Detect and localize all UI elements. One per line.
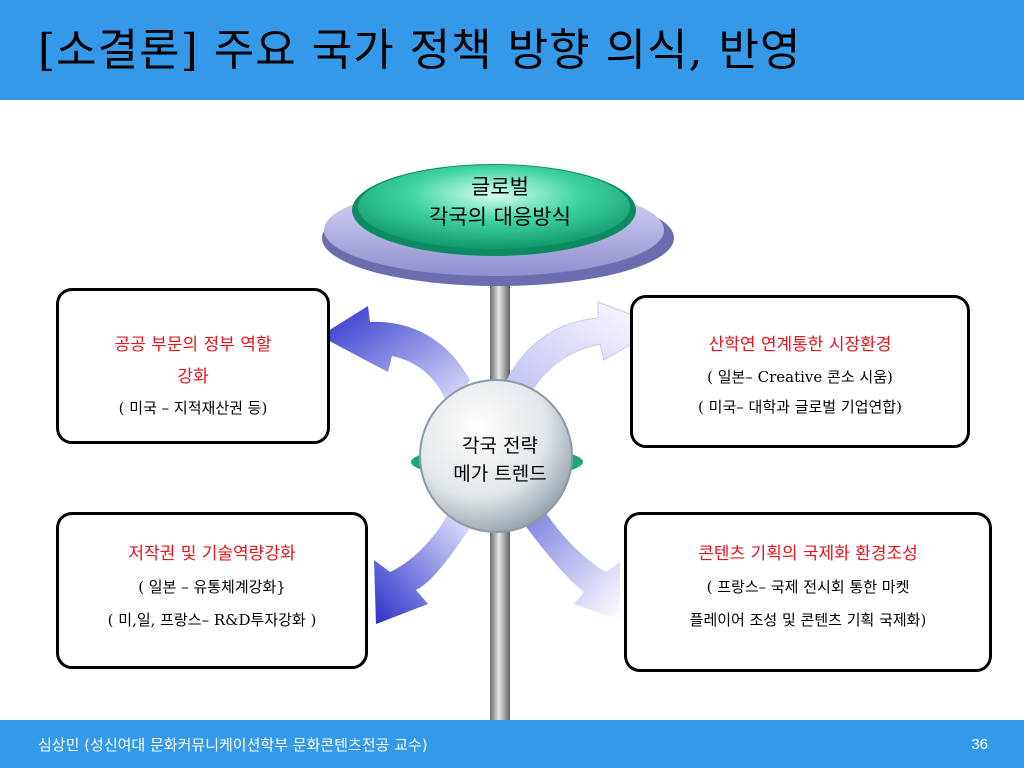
box-top-left: 공공 부문의 정부 역할 강화 ( 미국 – 지적재산권 등) bbox=[56, 288, 330, 444]
slide-title: [소결론] 주요 국가 정책 방향 의식, 반영 bbox=[38, 25, 802, 76]
box-top-left-sub1: ( 미국 – 지적재산권 등) bbox=[118, 399, 268, 417]
box-top-right: 산학연 연계통한 시장환경 ( 일본– Creative 콘소 시움) ( 미국… bbox=[630, 295, 970, 448]
page-number: 36 bbox=[971, 736, 988, 753]
top-ellipse-green bbox=[358, 165, 630, 249]
box-bottom-right: 콘텐츠 기획의 국제화 환경조성 ( 프랑스– 국제 전시회 통한 마켓 플레이… bbox=[624, 512, 992, 672]
box-bottom-right-title: 콘텐츠 기획의 국제화 환경조성 bbox=[698, 544, 918, 564]
box-top-left-title-line2: 강화 bbox=[177, 367, 209, 387]
center-mid-line1: 각국 전략 bbox=[462, 435, 538, 457]
box-top-right-sub2: ( 미국– 대학과 글로벌 기업연합) bbox=[698, 398, 902, 416]
center-mid-line2: 메가 트렌드 bbox=[453, 463, 547, 485]
arrow-bottom-left bbox=[374, 510, 470, 624]
box-bottom-left-sub1: ( 일본 – 유통체계강화} bbox=[138, 578, 286, 596]
footer-bar: 심상민 (성신여대 문화커뮤니케이션학부 문화콘텐츠전공 교수) 36 bbox=[0, 720, 1024, 768]
box-bottom-right-sub1: ( 프랑스– 국제 전시회 통한 마켓 bbox=[706, 578, 910, 596]
arrow-bottom-right bbox=[524, 510, 620, 620]
box-bottom-left-title: 저작권 및 기술역량강화 bbox=[128, 544, 296, 564]
box-top-right-title: 산학연 연계통한 시장환경 bbox=[708, 335, 892, 355]
center-top-line1: 글로벌 bbox=[471, 175, 529, 199]
arrow-top-left bbox=[320, 306, 470, 412]
footer-credit: 심상민 (성신여대 문화커뮤니케이션학부 문화콘텐츠전공 교수) bbox=[38, 736, 428, 754]
box-bottom-left-sub2: ( 미,일, 프랑스– R&D투자강화 ) bbox=[107, 611, 317, 629]
box-bottom-left: 저작권 및 기술역량강화 ( 일본 – 유통체계강화} ( 미,일, 프랑스– … bbox=[56, 512, 368, 669]
center-top-label: 글로벌 각국의 대응방식 bbox=[380, 172, 620, 232]
arrow-top-right bbox=[499, 301, 664, 421]
center-sphere bbox=[419, 379, 573, 533]
title-bar: [소결론] 주요 국가 정책 방향 의식, 반영 bbox=[0, 0, 1024, 100]
box-bottom-right-sub2: 플레이어 조성 및 콘텐츠 기획 국제화) bbox=[689, 611, 927, 629]
box-top-right-sub1: ( 일본– Creative 콘소 시움) bbox=[707, 368, 893, 386]
center-top-line2: 각국의 대응방식 bbox=[429, 205, 571, 229]
center-mid-label: 각국 전략 메가 트렌드 bbox=[420, 432, 580, 488]
box-top-left-title-line1: 공공 부문의 정부 역할 bbox=[114, 335, 272, 355]
